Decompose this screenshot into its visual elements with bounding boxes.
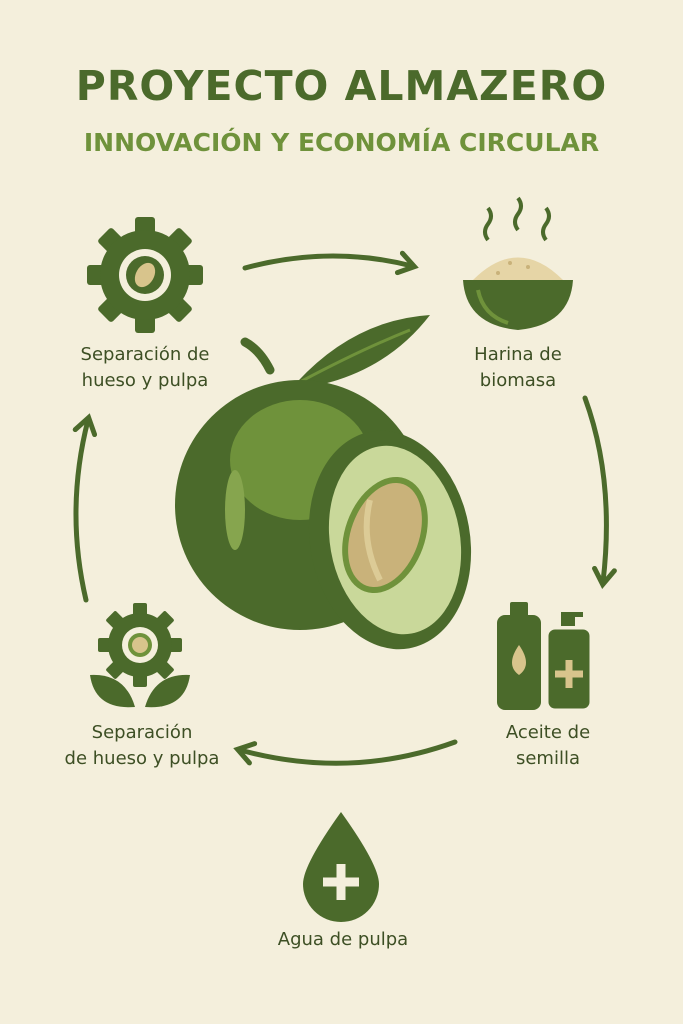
step-label-harina: Harina de biomasa bbox=[408, 342, 628, 394]
gear-seed-icon bbox=[87, 217, 203, 333]
arrow-top bbox=[242, 250, 419, 276]
arrow-left bbox=[72, 413, 98, 603]
label-line: hueso y pulpa bbox=[81, 370, 209, 391]
oil-bottles-icon bbox=[497, 602, 593, 712]
avocado-illustration bbox=[175, 315, 472, 650]
page-subtitle: INNOVACIÓN Y ECONOMÍA CIRCULAR bbox=[83, 128, 600, 157]
label-line: Aceite de bbox=[505, 722, 591, 743]
label-line: Separación de bbox=[80, 344, 210, 365]
label-line: Separación bbox=[91, 722, 193, 743]
water-drop-icon bbox=[303, 812, 379, 922]
label-line: semilla bbox=[515, 748, 581, 769]
step-label-agua: Agua de pulpa bbox=[233, 927, 453, 953]
label-line: Harina de bbox=[474, 344, 562, 365]
arrow-right bbox=[582, 395, 617, 589]
step-label-aceite: Aceite de semilla bbox=[438, 720, 658, 772]
arrow-bottom bbox=[233, 739, 458, 766]
label-line: Agua de pulpa bbox=[277, 929, 409, 950]
flour-bowl-icon bbox=[463, 196, 573, 330]
step-label-separacion-top: Separación de hueso y pulpa bbox=[35, 342, 255, 394]
step-label-separacion-bottom: Separación de hueso y pulpa bbox=[32, 720, 252, 772]
label-line: de hueso y pulpa bbox=[64, 748, 220, 769]
gear-leaves-icon bbox=[90, 603, 190, 708]
page-title: PROYECTO ALMAZERO bbox=[75, 62, 608, 110]
label-line: biomasa bbox=[479, 370, 557, 391]
